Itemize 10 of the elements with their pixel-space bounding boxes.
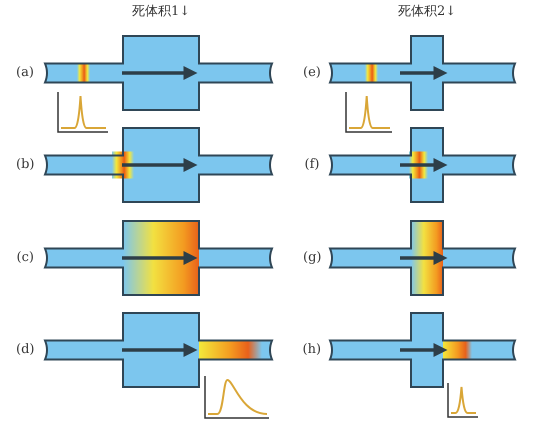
panel-label: (a) [16, 65, 34, 81]
panel-label: (g) [303, 250, 322, 266]
column-heading: 死体积1↓ [132, 4, 190, 20]
panel-label: (e) [303, 65, 321, 81]
panel-label: (d) [16, 342, 34, 358]
column-heading: 死体积2↓ [398, 4, 456, 20]
panel-label: (c) [16, 250, 34, 266]
panel-label: (h) [302, 342, 322, 358]
panel-label: (b) [16, 157, 34, 173]
panel-label: (f) [304, 157, 320, 173]
